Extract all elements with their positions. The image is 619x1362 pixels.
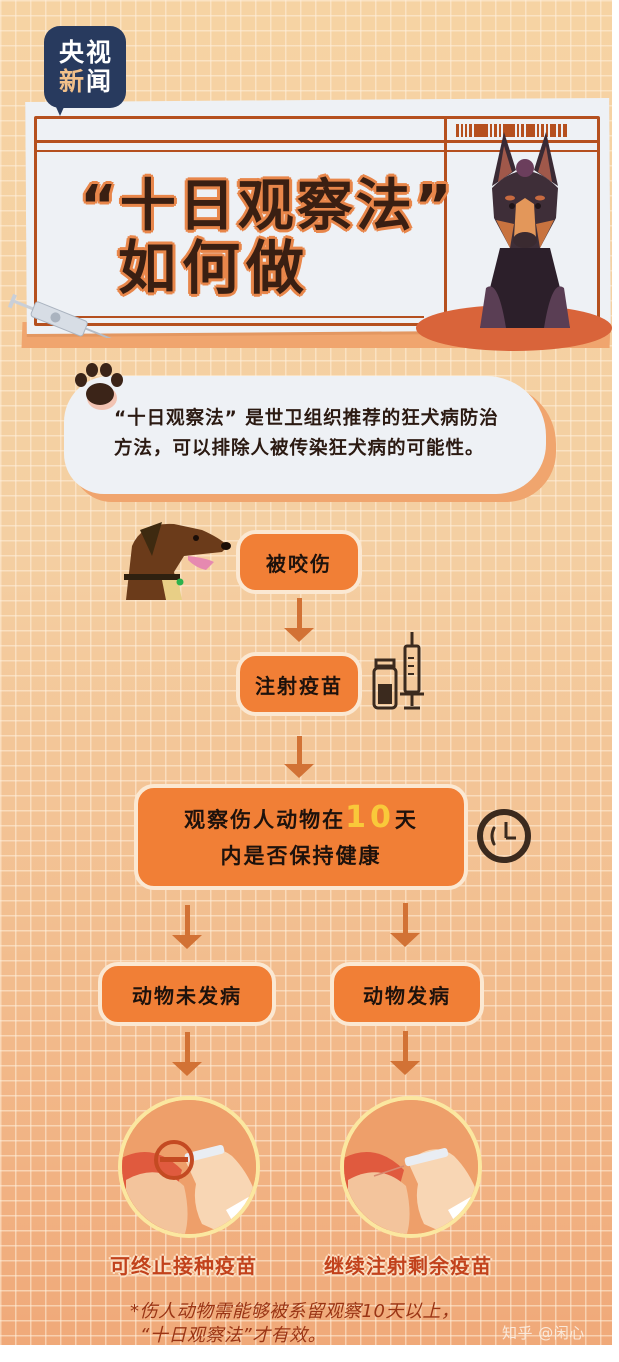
syringe-icon: [8, 293, 118, 338]
injection-stopped-illustration: [122, 1100, 256, 1234]
arrow-down-icon: [284, 736, 314, 780]
branch-sick-label: 动物发病: [363, 983, 451, 1008]
infographic-poster: 央 视 新 闻 “十日观察法” 如何做: [0, 0, 612, 1345]
header-card-frame: [34, 116, 600, 326]
watermark: 知乎 @闲心: [502, 1324, 585, 1342]
step-observe-box: 观察伤人动物在10天 内是否保持健康: [134, 784, 468, 890]
observe-days-highlight: 10: [345, 800, 395, 835]
cctv-news-logo: 央 视 新 闻: [44, 26, 126, 116]
vaccine-vial-syringe-icon: [372, 632, 424, 710]
arrow-down-icon: [172, 1032, 202, 1078]
step-vaccine-label: 注射疫苗: [255, 673, 343, 698]
paw-icon: [75, 363, 123, 410]
step-vaccine-box: 注射疫苗: [236, 652, 362, 716]
arrow-down-icon: [284, 598, 314, 644]
intro-text: “十日观察法” 是世卫组织推荐的狂犬病防治方法，可以排除人被传染狂犬病的可能性。: [114, 408, 499, 459]
arrow-down-icon: [390, 1031, 420, 1077]
divider: [34, 316, 424, 318]
branch-not-sick-label: 动物未发病: [132, 983, 242, 1008]
step-bitten-box: 被咬伤: [236, 530, 362, 594]
footer-note-line1: *伤人动物需能够被系留观察10天以上，: [130, 1301, 460, 1322]
divider: [444, 116, 447, 326]
page-title-line2: 如何做: [118, 234, 311, 302]
dog-head-icon: [124, 522, 231, 600]
step-bitten-label: 被咬伤: [266, 551, 332, 576]
logo-tail: [56, 107, 64, 116]
arrow-down-icon: [390, 903, 420, 949]
clock-icon: [477, 809, 531, 863]
branch-not-sick-box: 动物未发病: [98, 962, 276, 1026]
footer-note-line2: “十日观察法”才有效。: [140, 1325, 327, 1345]
arrow-down-icon: [172, 905, 202, 951]
barcode-icon: [456, 124, 591, 137]
divider: [34, 150, 600, 152]
logo-char: 新: [58, 67, 84, 96]
result-stop-vaccine-label: 可终止接种疫苗: [110, 1254, 257, 1278]
intro-bubble: [64, 376, 546, 494]
result-continue-vaccine-label: 继续注射剩余疫苗: [324, 1254, 492, 1278]
logo-char: 闻: [86, 67, 112, 96]
logo-char: 视: [86, 38, 112, 67]
page-title-line1: “十日观察法”: [80, 174, 455, 239]
injection-continue-illustration: [344, 1100, 478, 1234]
logo-char: 央: [58, 38, 84, 67]
observe-text: 天: [394, 808, 418, 832]
dobermann-dog-icon: [480, 132, 570, 328]
footer-note: *伤人动物需能够被系留观察10天以上， “十日观察法”才有效。: [130, 1300, 459, 1345]
injection-stopped-image: [118, 1096, 260, 1238]
divider: [34, 140, 600, 143]
injection-continue-image: [340, 1096, 482, 1238]
branch-sick-box: 动物发病: [330, 962, 484, 1026]
observe-text: 观察伤人动物在: [184, 808, 346, 832]
observe-line2: 内是否保持健康: [220, 844, 382, 868]
observe-line1: 观察伤人动物在10天: [184, 800, 418, 838]
